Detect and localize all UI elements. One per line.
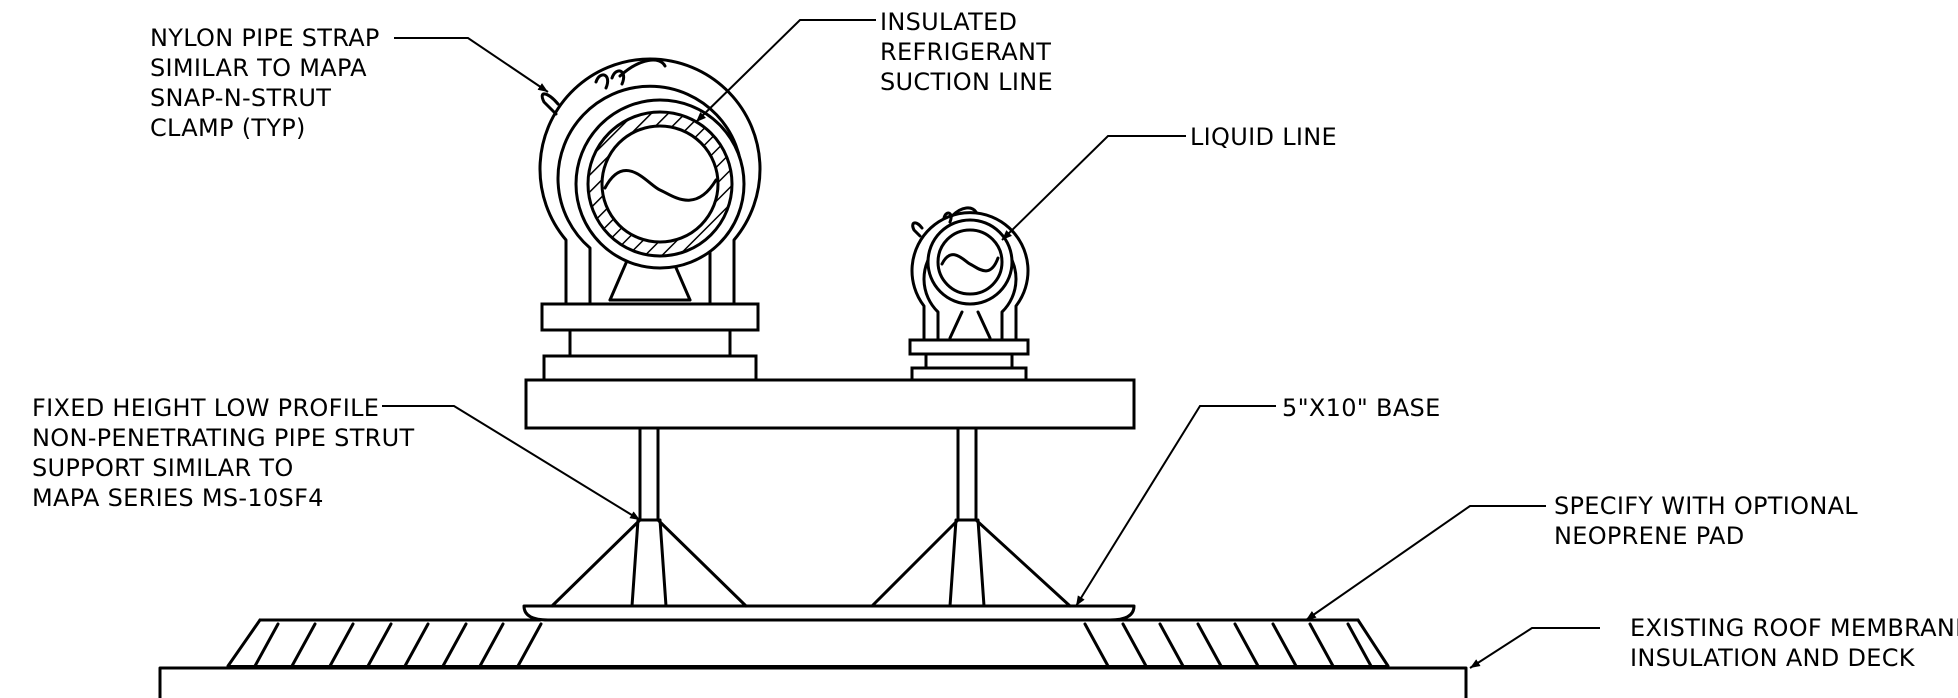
svg-text:LIQUID LINE: LIQUID LINE xyxy=(1190,123,1337,151)
strut-left xyxy=(550,426,748,608)
svg-text:SNAP-N-STRUT: SNAP-N-STRUT xyxy=(150,84,331,112)
neoprene-pad xyxy=(226,618,1390,668)
label-liquid-line: LIQUID LINE xyxy=(1190,123,1337,151)
label-nylon-strap: NYLON PIPE STRAP SIMILAR TO MAPA SNAP-N-… xyxy=(150,24,380,142)
base-plate xyxy=(522,604,1136,622)
svg-text:MAPA SERIES MS-10SF4: MAPA SERIES MS-10SF4 xyxy=(32,484,324,512)
svg-text:NON-PENETRATING PIPE STRUT: NON-PENETRATING PIPE STRUT xyxy=(32,424,414,452)
leader-strut-support xyxy=(382,405,641,521)
svg-text:SPECIFY WITH OPTIONAL: SPECIFY WITH OPTIONAL xyxy=(1554,492,1858,520)
svg-text:SIMILAR TO MAPA: SIMILAR TO MAPA xyxy=(150,54,367,82)
label-roof: EXISTING ROOF MEMBRANE INSULATION AND DE… xyxy=(1630,614,1958,672)
svg-text:SUPPORT SIMILAR TO: SUPPORT SIMILAR TO xyxy=(32,454,294,482)
leader-neoprene-pad xyxy=(1305,505,1546,621)
svg-text:FIXED HEIGHT LOW PROFILE: FIXED HEIGHT LOW PROFILE xyxy=(32,394,379,422)
svg-text:CLAMP (TYP): CLAMP (TYP) xyxy=(150,114,306,142)
svg-text:NYLON PIPE STRAP: NYLON PIPE STRAP xyxy=(150,24,380,52)
svg-text:INSULATION AND DECK: INSULATION AND DECK xyxy=(1630,644,1916,672)
strut-crossbar xyxy=(524,378,1136,430)
svg-text:EXISTING ROOF MEMBRANE: EXISTING ROOF MEMBRANE xyxy=(1630,614,1958,642)
label-neoprene-pad: SPECIFY WITH OPTIONAL NEOPRENE PAD xyxy=(1554,492,1858,550)
leader-nylon-strap xyxy=(394,37,549,93)
svg-text:REFRIGERANT: REFRIGERANT xyxy=(880,38,1051,66)
leader-roof xyxy=(1469,627,1600,669)
leader-liquid-line xyxy=(1001,135,1186,241)
svg-text:INSULATED: INSULATED xyxy=(880,8,1017,36)
leader-base xyxy=(1075,405,1276,607)
roof-deck xyxy=(158,665,1468,698)
liquid-line-clamp xyxy=(908,206,1030,382)
svg-text:NEOPRENE PAD: NEOPRENE PAD xyxy=(1554,522,1745,550)
label-strut-support: FIXED HEIGHT LOW PROFILE NON-PENETRATING… xyxy=(32,394,414,512)
label-base: 5"X10" BASE xyxy=(1282,394,1441,422)
svg-text:SUCTION LINE: SUCTION LINE xyxy=(880,68,1053,96)
suction-line-clamp xyxy=(538,57,762,382)
strut-right xyxy=(870,426,1072,608)
label-suction-line: INSULATED REFRIGERANT SUCTION LINE xyxy=(880,8,1053,96)
leader-suction-line xyxy=(695,19,876,123)
svg-text:5"X10" BASE: 5"X10" BASE xyxy=(1282,394,1441,422)
